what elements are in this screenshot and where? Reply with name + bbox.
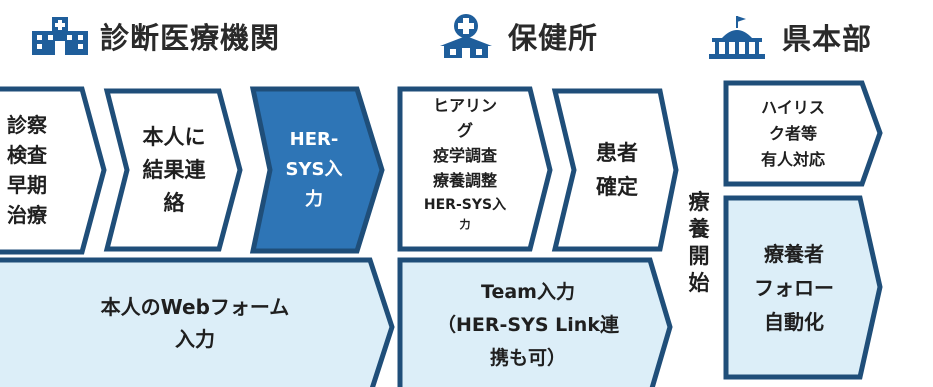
header-clinic: 診断医療機関 — [30, 15, 280, 57]
step-shape-confirm — [551, 88, 679, 252]
health-center-icon — [440, 14, 492, 58]
hospital-icon — [32, 17, 88, 55]
step-shape-web — [0, 257, 395, 387]
step-shape-highrisk — [723, 80, 883, 187]
government-building-icon — [709, 16, 765, 59]
header-prefecture: 県本部 — [706, 14, 872, 60]
step-patient-confirm: 患者 確定 — [596, 141, 638, 199]
step-team-input: Team入力 （HER-SYS Link連 携も可） — [437, 280, 619, 369]
step-shape-team — [397, 257, 673, 387]
step-shape-follow — [723, 195, 883, 380]
header-clinic-label: 診断医療機関 — [100, 21, 281, 55]
step-shape-hersys — [249, 86, 385, 254]
step-shape-exam — [0, 86, 107, 255]
step-high-risk: ハイリス ク者等 有人対応 — [760, 98, 825, 169]
step-follow-up-automation: 療養者 フォロー 自動化 — [754, 242, 834, 334]
step-shape-notify — [103, 88, 243, 252]
step-hearing-survey: ヒアリン グ 疫学調査 療養調整 HER-SYS入 力 — [423, 95, 507, 231]
treatment-start-label: 療 養 開 始 — [688, 190, 710, 295]
header-health-center-label: 保健所 — [508, 21, 599, 55]
step-shape-hearing — [397, 86, 553, 252]
step-notify-result: 本人に 結果連 絡 — [142, 124, 206, 215]
header-health-center: 保健所 — [436, 12, 598, 60]
step-web-form: 本人のWebフォーム 入力 — [100, 295, 290, 351]
step-hersys-input: HER- SYS入 力 — [285, 129, 343, 210]
step-exam: 診察 検査 早期 治療 — [7, 113, 47, 227]
header-prefecture-label: 県本部 — [782, 22, 873, 56]
